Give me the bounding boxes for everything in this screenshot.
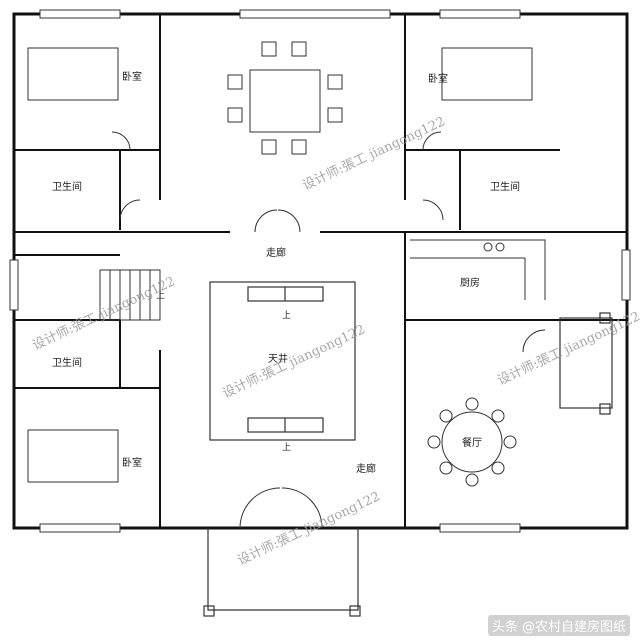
doors (111, 131, 546, 529)
up-label-stair: 上 (156, 290, 165, 301)
outer-walls (12, 12, 629, 530)
room-label-bath-tr: 卫生间 (490, 180, 520, 193)
designer-watermark-3: 设计师:張工 jiangong122 (220, 322, 367, 401)
room-label-bath-ml: 卫生间 (52, 356, 82, 369)
designer-watermark-4: 设计师:張工 jiangong122 (495, 309, 640, 388)
source-credit: 头条 @农村自建房图纸 (487, 615, 630, 636)
up-label-courtyard-top: 上 (282, 310, 291, 321)
beds (27, 47, 533, 483)
designer-watermark-2: 设计师:張工 jiangong122 (30, 274, 177, 353)
room-label-bedroom-tr: 卧室 (428, 72, 448, 85)
stairs (99, 269, 161, 321)
room-label-bedroom-tl: 卧室 (122, 70, 142, 83)
room-label-dining: 餐厅 (462, 436, 482, 449)
room-label-kitchen: 厨房 (460, 276, 480, 289)
windows (9, 9, 631, 533)
meeting-table (227, 41, 343, 155)
kitchen-counter (410, 239, 546, 300)
courtyard (209, 281, 356, 441)
room-label-courtyard: 天井 (268, 352, 288, 365)
dining-table (427, 397, 517, 487)
side-porch (559, 312, 613, 415)
room-label-bath-tl: 卫生间 (52, 180, 82, 193)
room-label-bedroom-bl: 卧室 (122, 456, 142, 469)
front-porch (203, 528, 361, 617)
interior-walls (14, 14, 627, 528)
room-label-corridor-top: 走廊 (266, 246, 286, 259)
designer-watermark-1: 设计师:張工 jiangong122 (300, 114, 447, 193)
up-label-courtyard-bottom: 上 (282, 442, 291, 453)
room-label-corridor-bottom: 走廊 (356, 462, 376, 475)
